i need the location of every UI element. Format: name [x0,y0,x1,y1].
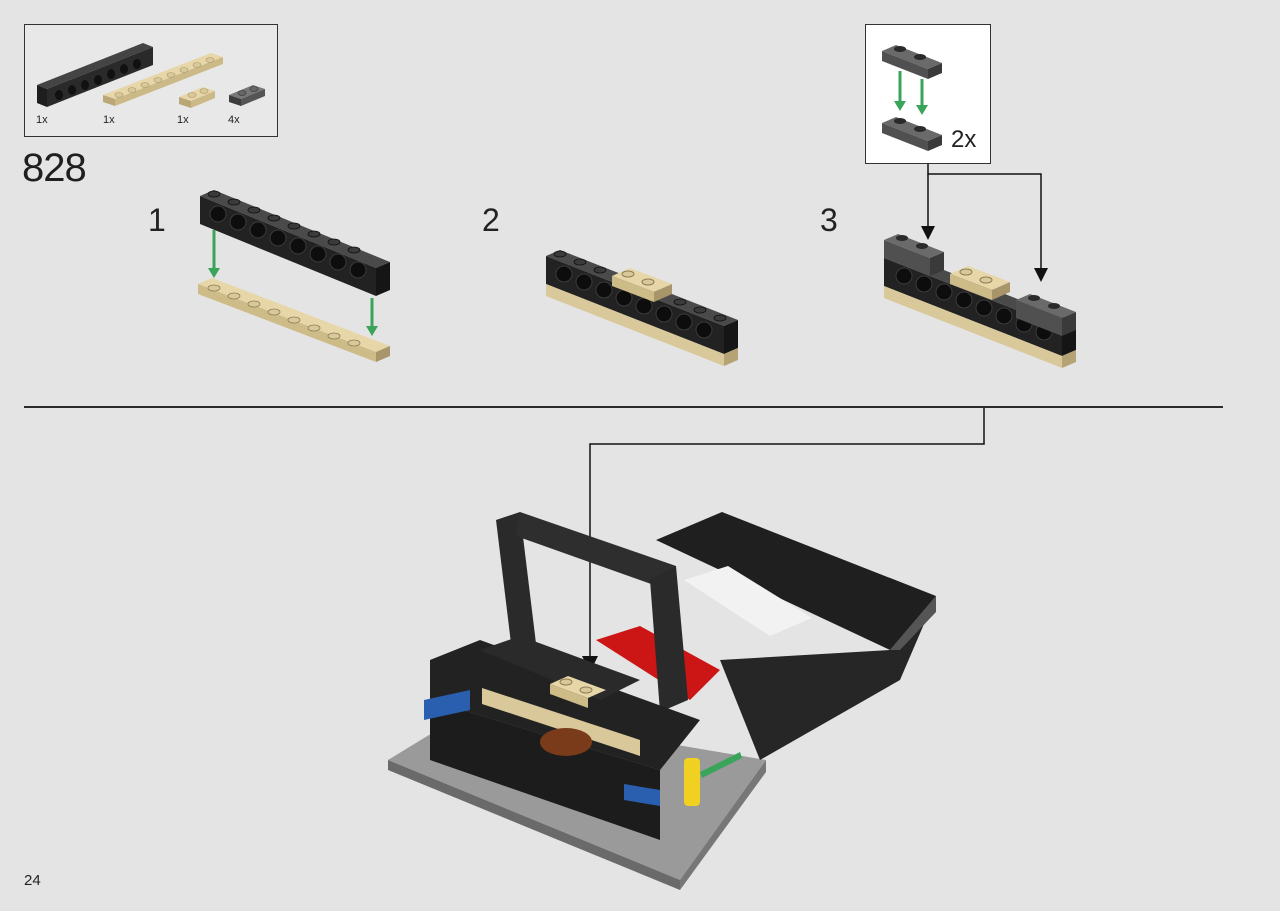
main-model-illustration [388,512,936,890]
substep-1-illustration [198,190,390,362]
substep-3-illustration [884,234,1076,368]
page-number: 24 [24,872,41,889]
substep-2-illustration [546,250,738,366]
part-qty-4: 4x [228,114,240,126]
part-qty-2: 1x [103,114,115,126]
part-qty-1: 1x [36,114,48,126]
callout-illustration [882,45,942,151]
callout-box: 2x [865,24,991,164]
part-black-technic-brick [37,43,153,107]
step-divider [24,406,1223,408]
part-qty-3: 1x [177,114,189,126]
substep-label-3: 3 [820,202,838,238]
part-tan-plate-1x2 [179,87,215,108]
substep-label-2: 2 [482,202,500,238]
parts-list-box: 1x 1x 1x 4x [24,24,278,137]
step-number: 828 [22,146,87,190]
substep-label-1: 1 [148,202,166,238]
part-tan-plate-1x8 [103,53,223,106]
parts-list-illustration [37,43,265,108]
part-dark-gray-plate-1x2 [229,85,265,106]
callout-quantity: 2x [951,126,977,153]
